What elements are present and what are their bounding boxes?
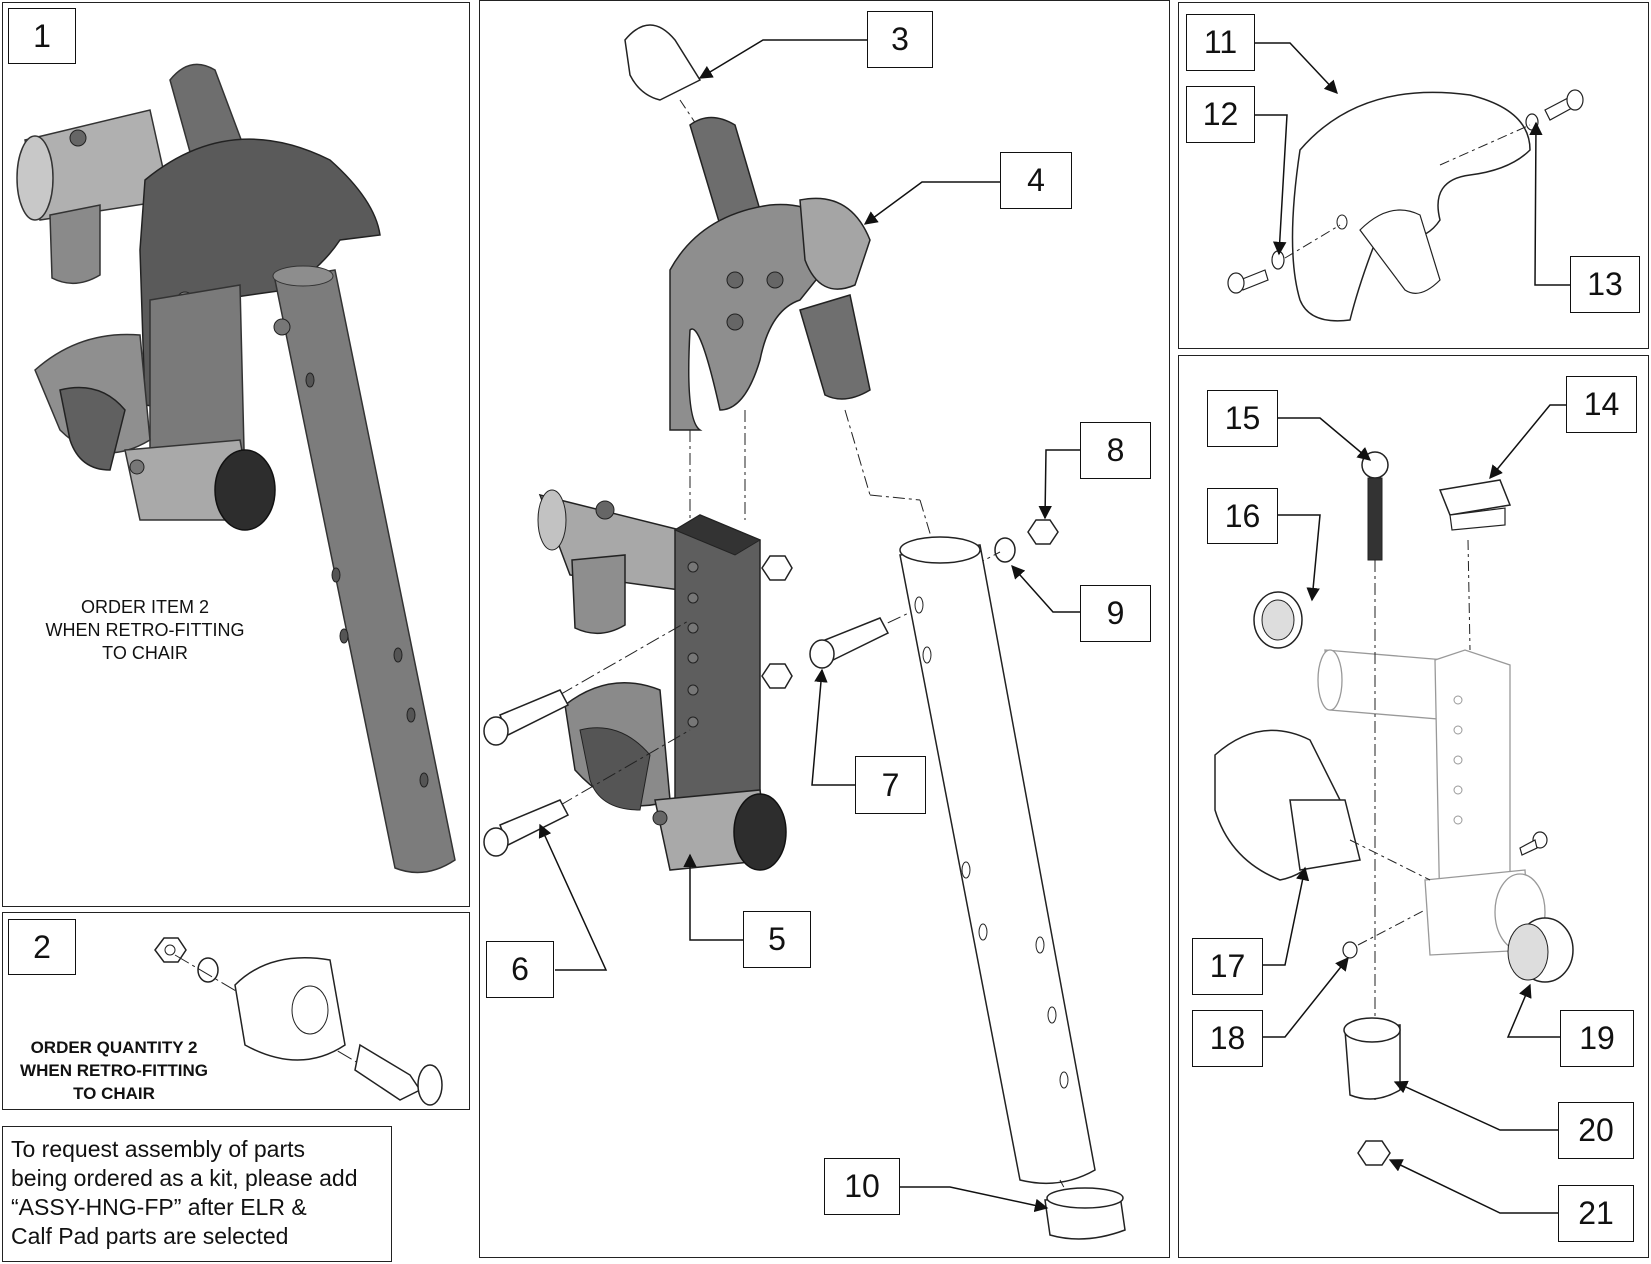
callout-16: 16 bbox=[1207, 488, 1278, 544]
callout-8: 8 bbox=[1080, 422, 1151, 479]
retrofit-note-item-2: ORDER ITEM 2 WHEN RETRO-FITTING TO CHAIR bbox=[30, 596, 260, 665]
callout-10: 10 bbox=[824, 1158, 900, 1215]
kit-note-line-4: Calf Pad parts are selected bbox=[11, 1223, 289, 1249]
order-quantity-line-2: WHEN RETRO-FITTING bbox=[20, 1061, 208, 1080]
callout-7: 7 bbox=[855, 756, 926, 814]
retrofit-note-line-3: TO CHAIR bbox=[102, 643, 188, 663]
callout-11: 11 bbox=[1186, 14, 1255, 71]
retrofit-note-line-1: ORDER ITEM 2 bbox=[80, 597, 209, 617]
callout-18: 18 bbox=[1192, 1010, 1263, 1067]
order-quantity-line-3: TO CHAIR bbox=[73, 1084, 155, 1103]
callout-5: 5 bbox=[743, 911, 811, 968]
callout-12: 12 bbox=[1186, 86, 1255, 143]
calf-pad-drawing bbox=[1227, 89, 1584, 322]
hanger-parts-drawing bbox=[1214, 451, 1574, 1166]
assembled-hanger-drawing bbox=[16, 63, 456, 874]
callout-14: 14 bbox=[1566, 376, 1637, 433]
kit-note-line-1: To request assembly of parts bbox=[11, 1136, 306, 1162]
kit-assembly-note: To request assembly of parts being order… bbox=[2, 1126, 392, 1262]
callout-2: 2 bbox=[8, 919, 76, 975]
callout-19: 19 bbox=[1560, 1010, 1634, 1067]
callout-6: 6 bbox=[486, 941, 554, 998]
kit-note-line-2: being ordered as a kit, please add bbox=[11, 1165, 358, 1191]
clamp-kit-drawing bbox=[154, 937, 443, 1106]
callout-15: 15 bbox=[1207, 390, 1278, 447]
callout-21: 21 bbox=[1558, 1185, 1634, 1242]
kit-note-line-3: “ASSY-HNG-FP” after ELR & bbox=[11, 1194, 307, 1220]
callout-3: 3 bbox=[867, 11, 933, 68]
callout-17: 17 bbox=[1192, 938, 1263, 995]
callout-13: 13 bbox=[1570, 256, 1640, 313]
callout-20: 20 bbox=[1558, 1102, 1634, 1159]
callout-9: 9 bbox=[1080, 585, 1151, 642]
callout-4: 4 bbox=[1000, 152, 1072, 209]
callout-1: 1 bbox=[8, 8, 76, 64]
order-quantity-line-1: ORDER QUANTITY 2 bbox=[30, 1038, 198, 1057]
exploded-view-drawing bbox=[483, 24, 1126, 1240]
retrofit-note-line-2: WHEN RETRO-FITTING bbox=[45, 620, 245, 640]
order-quantity-note: ORDER QUANTITY 2 WHEN RETRO-FITTING TO C… bbox=[4, 1036, 224, 1105]
